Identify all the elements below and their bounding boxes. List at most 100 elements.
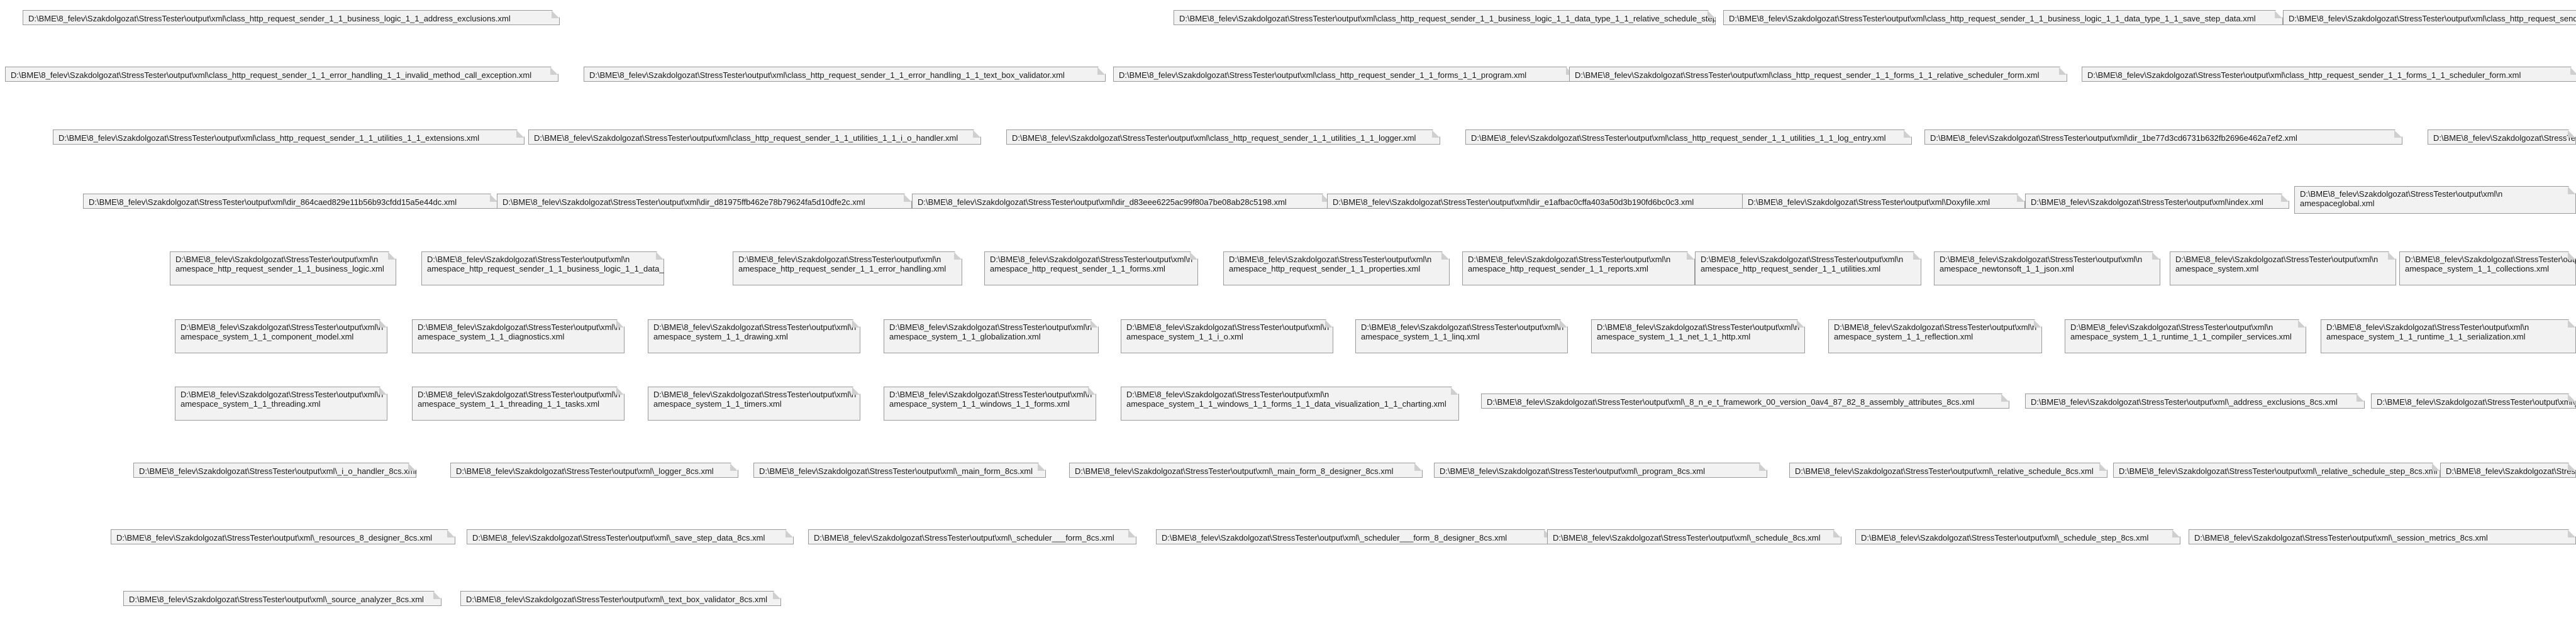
- file-node-label: D:\BME\8_felev\Szakdolgozat\StressTester…: [1834, 322, 2037, 332]
- file-node[interactable]: D:\BME\8_felev\Szakdolgozat\StressTester…: [912, 194, 1330, 209]
- file-node[interactable]: D:\BME\8_felev\Szakdolgozat\StressTester…: [2065, 319, 2306, 353]
- file-node[interactable]: D:\BME\8_felev\Szakdolgozat\StressTester…: [175, 319, 387, 353]
- file-node-label: amespace_system_1_1_collections.xml: [2405, 264, 2550, 273]
- file-node-label: D:\BME\8_felev\Szakdolgozat\StressTester…: [814, 533, 1114, 543]
- file-node[interactable]: D:\BME\8_felev\Szakdolgozat\StressTester…: [648, 319, 860, 353]
- file-node[interactable]: D:\BME\8_felev\Szakdolgozat\StressTester…: [2025, 394, 2365, 409]
- file-node[interactable]: D:\BME\8_felev\Szakdolgozat\StressTester…: [1069, 463, 1423, 478]
- file-node[interactable]: D:\BME\8_felev\Szakdolgozat\StressTester…: [497, 194, 912, 209]
- file-node[interactable]: D:\BME\8_felev\Szakdolgozat\StressTester…: [2294, 186, 2576, 214]
- file-node-label: amespace_http_request_sender_1_1_reports…: [1468, 264, 1648, 273]
- file-node-label: D:\BME\8_felev\Szakdolgozat\StressTester…: [1468, 255, 1671, 264]
- file-node[interactable]: D:\BME\8_felev\Szakdolgozat\StressTester…: [1742, 194, 2025, 209]
- file-node[interactable]: D:\BME\8_felev\Szakdolgozat\StressTester…: [2283, 10, 2576, 25]
- file-node[interactable]: D:\BME\8_felev\Szakdolgozat\StressTester…: [1855, 529, 2180, 544]
- file-node[interactable]: D:\BME\8_felev\Szakdolgozat\StressTester…: [412, 319, 625, 353]
- file-node-label: D:\BME\8_felev\Szakdolgozat\StressTester…: [2446, 466, 2575, 476]
- file-node[interactable]: D:\BME\8_felev\Szakdolgozat\StressTester…: [2170, 251, 2396, 285]
- file-node-label: D:\BME\8_felev\Szakdolgozat\StressTester…: [1119, 70, 1527, 80]
- file-node-label: D:\BME\8_felev\Szakdolgozat\StressTester…: [2031, 197, 2263, 207]
- file-node[interactable]: D:\BME\8_felev\Szakdolgozat\StressTester…: [123, 591, 441, 606]
- file-node[interactable]: D:\BME\8_felev\Szakdolgozat\StressTester…: [1569, 67, 2067, 82]
- file-node[interactable]: D:\BME\8_felev\Szakdolgozat\StressTester…: [83, 194, 498, 209]
- file-node-label: D:\BME\8_felev\Szakdolgozat\StressTester…: [418, 390, 621, 399]
- file-node-label: D:\BME\8_felev\Szakdolgozat\StressTester…: [89, 197, 457, 207]
- file-node[interactable]: D:\BME\8_felev\Szakdolgozat\StressTester…: [2399, 251, 2576, 285]
- file-node[interactable]: D:\BME\8_felev\Szakdolgozat\StressTester…: [1434, 463, 1767, 478]
- file-node[interactable]: D:\BME\8_felev\Szakdolgozat\StressTester…: [528, 129, 981, 145]
- file-node[interactable]: D:\BME\8_felev\Szakdolgozat\StressTester…: [753, 463, 1046, 478]
- file-node-label: D:\BME\8_felev\Szakdolgozat\StressTester…: [2194, 533, 2488, 543]
- file-node-label: D:\BME\8_felev\Szakdolgozat\StressTester…: [418, 322, 621, 332]
- file-node-label: amespace_system_1_1_component_model.xml: [180, 332, 354, 341]
- file-node[interactable]: D:\BME\8_felev\Szakdolgozat\StressTester…: [1547, 529, 1841, 544]
- file-node[interactable]: D:\BME\8_felev\Szakdolgozat\StressTester…: [1156, 529, 1552, 544]
- file-node[interactable]: D:\BME\8_felev\Szakdolgozat\StressTester…: [1481, 394, 2009, 409]
- file-node[interactable]: D:\BME\8_felev\Szakdolgozat\StressTester…: [2440, 463, 2576, 478]
- file-node[interactable]: D:\BME\8_felev\Szakdolgozat\StressTester…: [1355, 319, 1568, 353]
- file-node[interactable]: D:\BME\8_felev\Szakdolgozat\StressTester…: [584, 67, 1106, 82]
- file-node-label: D:\BME\8_felev\Szakdolgozat\StressTester…: [28, 14, 511, 23]
- file-node-label: amespace_http_request_sender_1_1_utiliti…: [1701, 264, 1881, 273]
- file-node-label: amespace_http_request_sender_1_1_propert…: [1229, 264, 1421, 273]
- file-node[interactable]: D:\BME\8_felev\Szakdolgozat\StressTester…: [133, 463, 416, 478]
- file-node[interactable]: D:\BME\8_felev\Szakdolgozat\StressTester…: [1174, 10, 1716, 25]
- file-node-label: D:\BME\8_felev\Szakdolgozat\StressTester…: [472, 533, 765, 543]
- file-node[interactable]: D:\BME\8_felev\Szakdolgozat\StressTester…: [1327, 194, 1780, 209]
- file-node[interactable]: D:\BME\8_felev\Szakdolgozat\StressTester…: [2321, 319, 2576, 353]
- file-node-label: amespace_system_1_1_runtime_1_1_compiler…: [2070, 332, 2292, 341]
- file-node[interactable]: D:\BME\8_felev\Szakdolgozat\StressTester…: [467, 529, 794, 544]
- file-node[interactable]: D:\BME\8_felev\Szakdolgozat\StressTester…: [175, 387, 387, 421]
- file-node[interactable]: D:\BME\8_felev\Szakdolgozat\StressTester…: [2082, 67, 2576, 82]
- file-node[interactable]: D:\BME\8_felev\Szakdolgozat\StressTester…: [1121, 319, 1333, 353]
- file-node[interactable]: D:\BME\8_felev\Szakdolgozat\StressTester…: [23, 10, 560, 25]
- file-node[interactable]: D:\BME\8_felev\Szakdolgozat\StressTester…: [460, 591, 781, 606]
- file-node[interactable]: D:\BME\8_felev\Szakdolgozat\StressTester…: [1223, 251, 1450, 285]
- file-node-label: amespace_http_request_sender_1_1_error_h…: [738, 264, 947, 273]
- file-node-label: amespace_system_1_1_linq.xml: [1361, 332, 1480, 341]
- file-node[interactable]: D:\BME\8_felev\Szakdolgozat\StressTester…: [808, 529, 1136, 544]
- file-node[interactable]: D:\BME\8_felev\Szakdolgozat\StressTester…: [1113, 67, 1574, 82]
- file-node[interactable]: D:\BME\8_felev\Szakdolgozat\StressTester…: [884, 319, 1099, 353]
- file-node[interactable]: D:\BME\8_felev\Szakdolgozat\StressTester…: [2428, 129, 2576, 145]
- file-node[interactable]: D:\BME\8_felev\Szakdolgozat\StressTester…: [170, 251, 396, 285]
- file-node[interactable]: D:\BME\8_felev\Szakdolgozat\StressTester…: [421, 251, 664, 285]
- file-node[interactable]: D:\BME\8_felev\Szakdolgozat\StressTester…: [1695, 251, 1921, 285]
- file-node[interactable]: D:\BME\8_felev\Szakdolgozat\StressTester…: [1006, 129, 1440, 145]
- file-node[interactable]: D:\BME\8_felev\Szakdolgozat\StressTester…: [1591, 319, 1805, 353]
- file-node-label: D:\BME\8_felev\Szakdolgozat\StressTester…: [116, 533, 433, 543]
- file-node[interactable]: D:\BME\8_felev\Szakdolgozat\StressTester…: [2113, 463, 2440, 478]
- file-node-label: amespace_system_1_1_windows_1_1_forms_1_…: [1126, 399, 1446, 409]
- file-node[interactable]: D:\BME\8_felev\Szakdolgozat\StressTester…: [648, 387, 860, 421]
- file-node[interactable]: D:\BME\8_felev\Szakdolgozat\StressTester…: [2371, 394, 2576, 409]
- file-node[interactable]: D:\BME\8_felev\Szakdolgozat\StressTester…: [1828, 319, 2042, 353]
- file-node[interactable]: D:\BME\8_felev\Szakdolgozat\StressTester…: [733, 251, 962, 285]
- file-node[interactable]: D:\BME\8_felev\Szakdolgozat\StressTester…: [450, 463, 738, 478]
- file-node[interactable]: D:\BME\8_felev\Szakdolgozat\StressTester…: [1121, 387, 1459, 421]
- file-node[interactable]: D:\BME\8_felev\Szakdolgozat\StressTester…: [5, 67, 558, 82]
- file-node-label: D:\BME\8_felev\Szakdolgozat\StressTester…: [2070, 322, 2273, 332]
- file-node-label: D:\BME\8_felev\Szakdolgozat\StressTester…: [2119, 466, 2438, 476]
- file-node-label: amespace_http_request_sender_1_1_busines…: [175, 264, 384, 273]
- file-node[interactable]: D:\BME\8_felev\Szakdolgozat\StressTester…: [412, 387, 625, 421]
- file-node[interactable]: D:\BME\8_felev\Szakdolgozat\StressTester…: [1723, 10, 2283, 25]
- file-node[interactable]: D:\BME\8_felev\Szakdolgozat\StressTester…: [884, 387, 1096, 421]
- file-node[interactable]: D:\BME\8_felev\Szakdolgozat\StressTester…: [1465, 129, 1912, 145]
- file-node-label: amespace_system_1_1_diagnostics.xml: [418, 332, 565, 341]
- file-node-label: D:\BME\8_felev\Szakdolgozat\StressTester…: [1795, 466, 2094, 476]
- file-node[interactable]: D:\BME\8_felev\Szakdolgozat\StressTester…: [1789, 463, 2107, 478]
- file-node-label: amespace_system_1_1_drawing.xml: [653, 332, 788, 341]
- file-node[interactable]: D:\BME\8_felev\Szakdolgozat\StressTester…: [111, 529, 455, 544]
- file-node[interactable]: D:\BME\8_felev\Szakdolgozat\StressTester…: [984, 251, 1198, 285]
- file-node[interactable]: D:\BME\8_felev\Szakdolgozat\StressTester…: [1462, 251, 1695, 285]
- file-node-label: D:\BME\8_felev\Szakdolgozat\StressTester…: [456, 466, 714, 476]
- file-node[interactable]: D:\BME\8_felev\Szakdolgozat\StressTester…: [1924, 129, 2402, 145]
- file-node-label: D:\BME\8_felev\Szakdolgozat\StressTester…: [1940, 255, 2143, 264]
- file-node[interactable]: D:\BME\8_felev\Szakdolgozat\StressTester…: [1934, 251, 2160, 285]
- file-node[interactable]: D:\BME\8_felev\Szakdolgozat\StressTester…: [53, 129, 525, 145]
- file-node-label: D:\BME\8_felev\Szakdolgozat\StressTester…: [2087, 70, 2521, 80]
- file-node[interactable]: D:\BME\8_felev\Szakdolgozat\StressTester…: [2025, 194, 2289, 209]
- file-node-label: D:\BME\8_felev\Szakdolgozat\StressTester…: [2300, 189, 2503, 199]
- file-node-label: amespace_system_1_1_timers.xml: [653, 399, 782, 409]
- file-node[interactable]: D:\BME\8_felev\Szakdolgozat\StressTester…: [2189, 529, 2576, 544]
